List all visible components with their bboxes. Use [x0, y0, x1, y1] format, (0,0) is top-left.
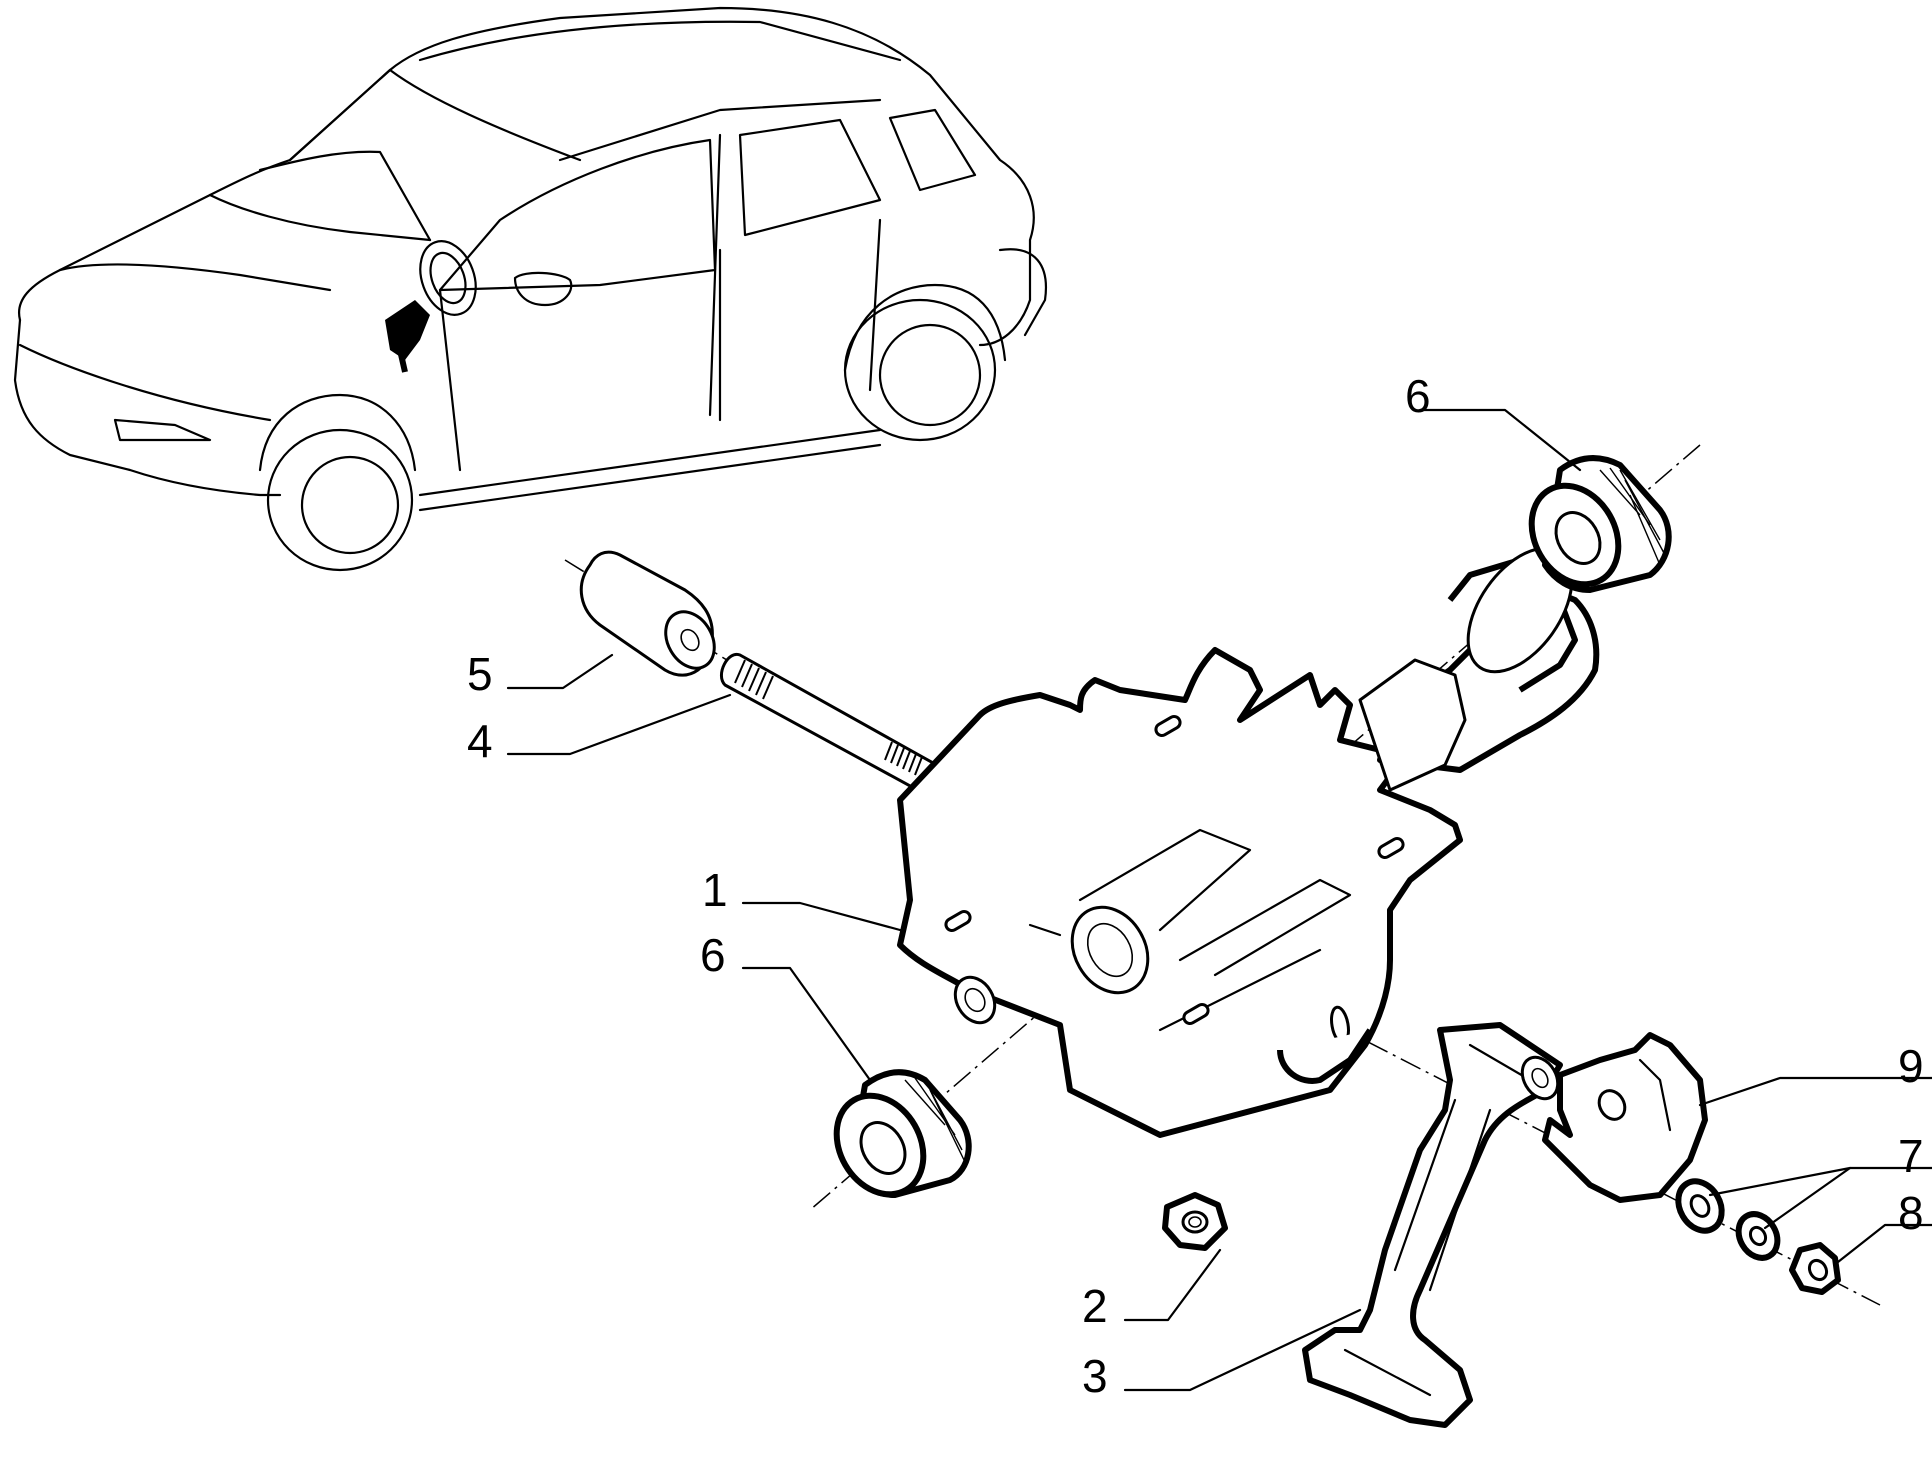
- bearing-top: [1528, 455, 1672, 593]
- bearing-bottom: [833, 1069, 972, 1198]
- callout-2: 2: [1082, 1280, 1108, 1332]
- callout-6-top: 6: [1405, 370, 1431, 422]
- car-illustration: [13, 6, 1047, 572]
- callout-labels: 6 5 4 1 6 2 3 9 7 8: [467, 370, 1924, 1402]
- cam-plate: [1542, 1032, 1708, 1203]
- callout-6-bottom: 6: [700, 929, 726, 981]
- flange-nut: [1162, 1192, 1228, 1251]
- callout-5: 5: [467, 648, 493, 700]
- car-column-location: [385, 240, 477, 373]
- callout-7: 7: [1898, 1130, 1924, 1182]
- callout-3: 3: [1082, 1350, 1108, 1402]
- lever-arm: [1302, 1022, 1563, 1428]
- hex-nut: [1789, 1242, 1841, 1295]
- callout-9: 9: [1898, 1040, 1924, 1092]
- callout-1: 1: [702, 864, 728, 916]
- leader-lines: [506, 408, 1932, 1392]
- sleeve-part: [579, 550, 716, 677]
- callout-4: 4: [467, 715, 493, 767]
- washers: [1675, 1178, 1781, 1261]
- callout-8: 8: [1898, 1187, 1924, 1239]
- column-bracket-housing: [897, 546, 1600, 1138]
